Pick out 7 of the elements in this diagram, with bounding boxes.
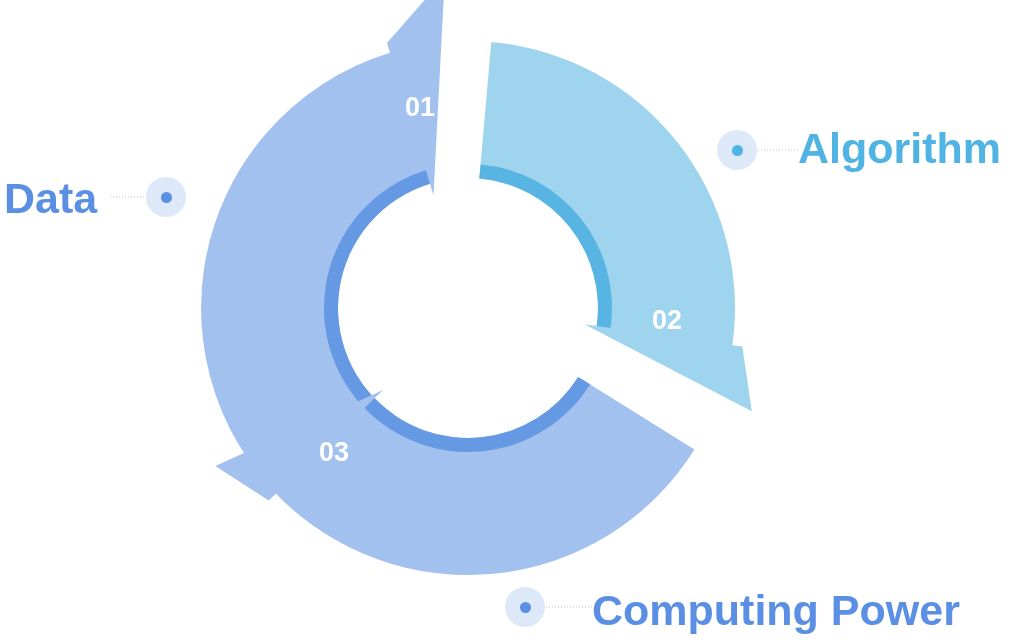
step-number: 02 [652, 306, 682, 334]
step-number: 03 [319, 438, 349, 466]
category-label: Data [4, 176, 98, 220]
step-number: 01 [405, 93, 435, 121]
category-label: Computing Power [592, 588, 960, 632]
leader-line [109, 196, 147, 198]
category-label: Algorithm [798, 126, 1002, 170]
